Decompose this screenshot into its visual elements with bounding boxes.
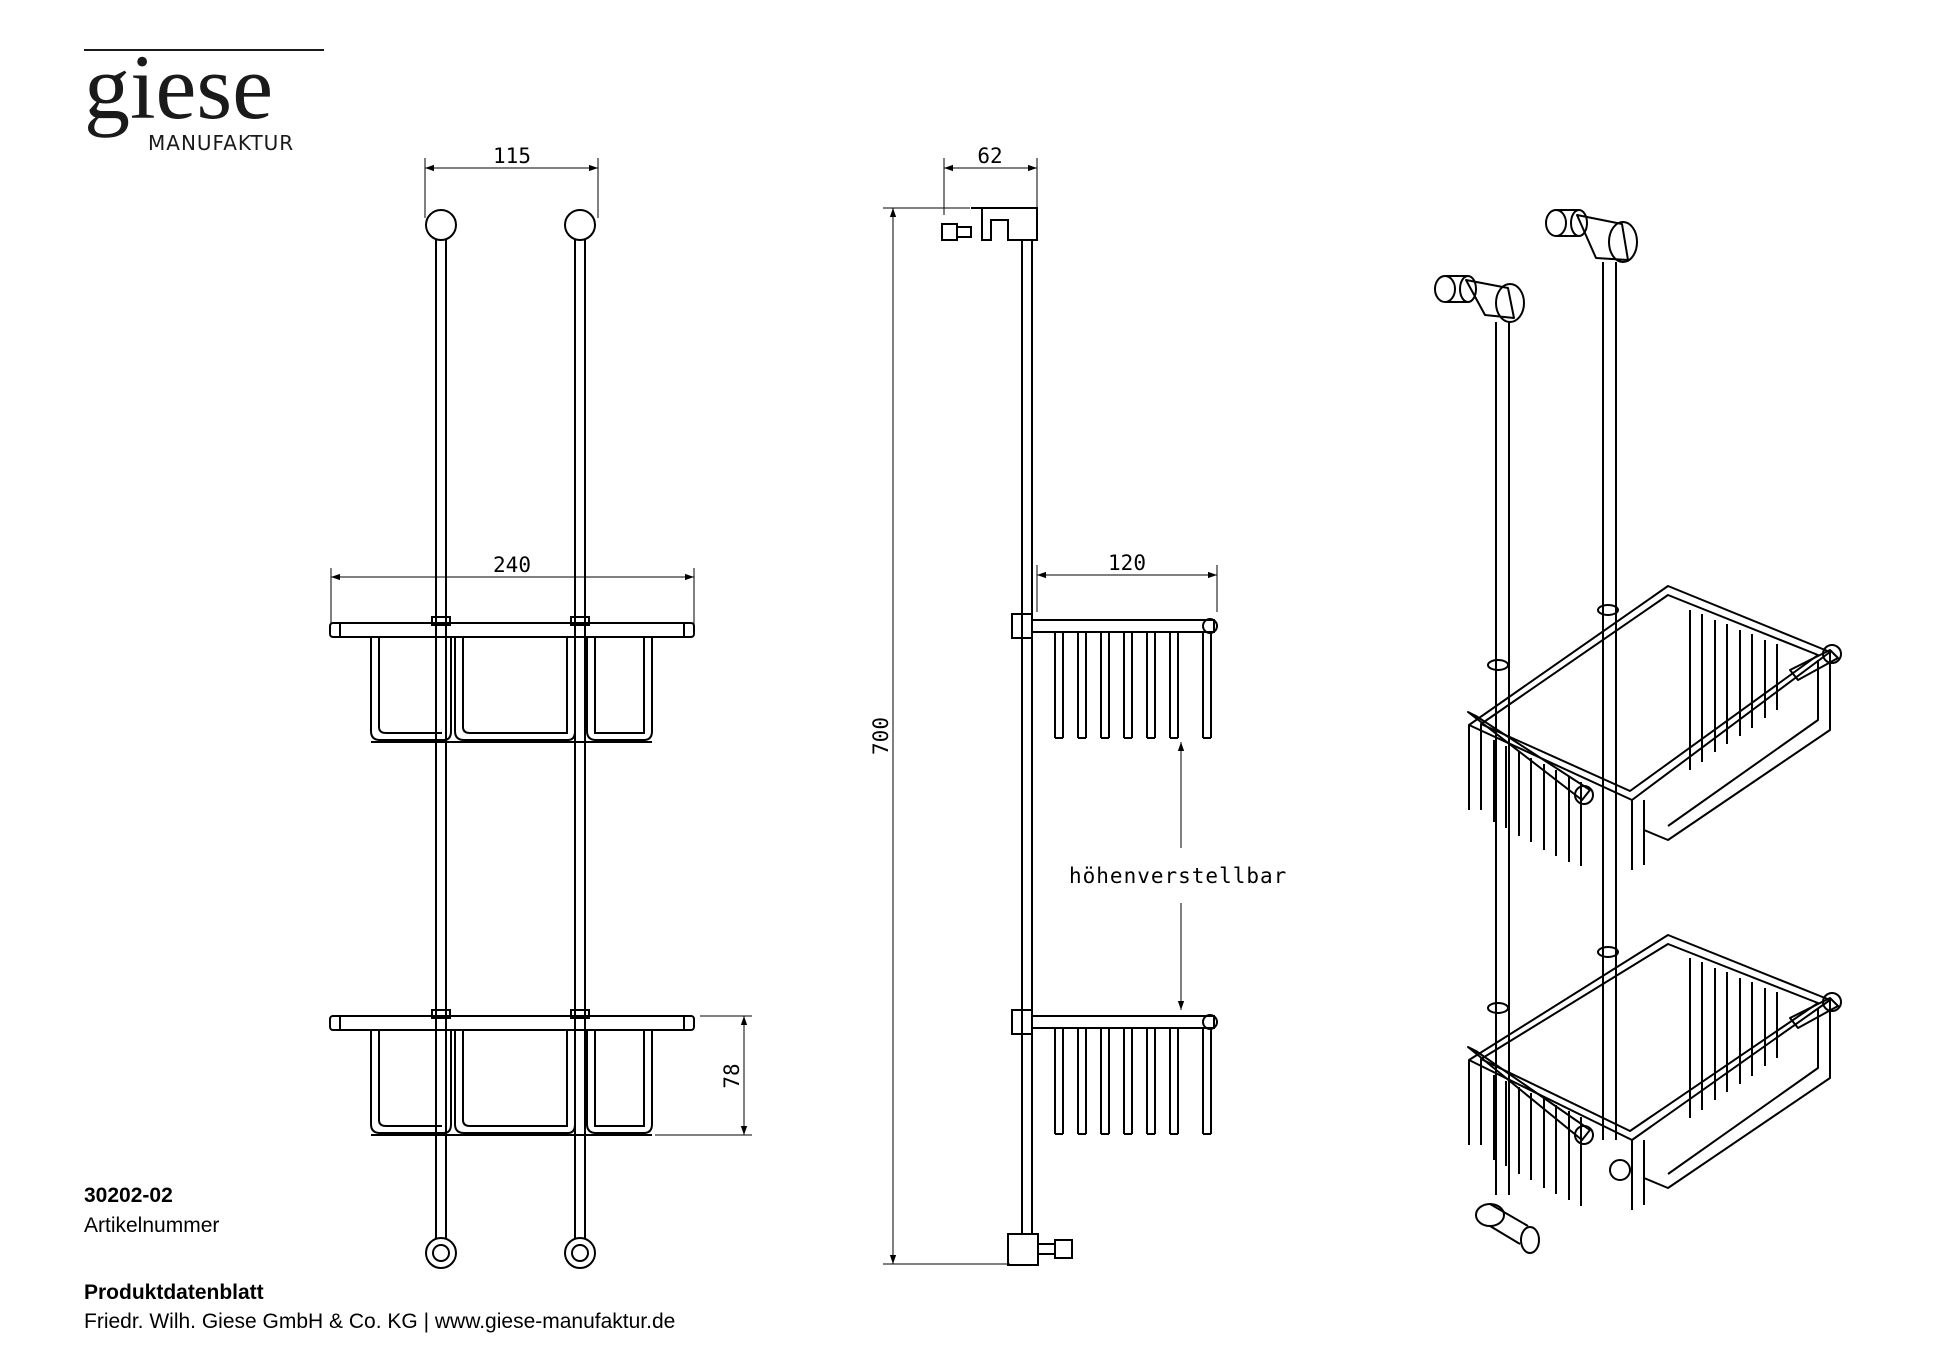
side-lower-basket — [1011, 1009, 1218, 1135]
front-view: 115 240 — [329, 144, 752, 1269]
brand-logo: giese MANUFAKTUR — [84, 36, 324, 155]
logo-subtitle: MANUFAKTUR — [148, 131, 294, 155]
iso-upper-basket — [1467, 585, 1842, 870]
company-info: Friedr. Wilh. Giese GmbH & Co. KG | www.… — [84, 1310, 676, 1333]
article-number: 30202-02 — [84, 1184, 173, 1207]
isometric-view — [1434, 209, 1842, 1254]
side-upper-basket — [1011, 613, 1218, 739]
wall-mount-knob-right — [564, 209, 596, 241]
dimension-label-700: 700 — [869, 717, 893, 755]
wall-mount-knob-left — [425, 209, 457, 241]
iso-right-mount — [1545, 209, 1638, 1140]
floor-ring-left — [425, 1237, 457, 1269]
dimension-label-120: 120 — [1108, 551, 1146, 575]
article-number-label: Artikelnummer — [84, 1214, 220, 1237]
side-top-bracket — [941, 207, 1038, 241]
side-view: 62 700 120 — [869, 144, 1287, 1266]
dimension-label-240: 240 — [493, 553, 531, 577]
iso-lower-basket — [1467, 934, 1842, 1210]
logo-wordmark: giese — [84, 36, 273, 138]
dimension-label-78: 78 — [720, 1063, 744, 1088]
dimension-label-62: 62 — [977, 144, 1002, 168]
height-adjustable-note: höhenverstellbar — [1069, 864, 1287, 888]
side-bottom-bracket — [1007, 1233, 1073, 1266]
front-upper-basket — [329, 616, 695, 743]
datasheet-title: Produktdatenblatt — [84, 1281, 264, 1304]
front-lower-basket — [329, 1009, 695, 1136]
floor-ring-right — [564, 1237, 596, 1269]
iso-bottom-foot — [1475, 1203, 1540, 1254]
dimension-label-115: 115 — [493, 144, 531, 168]
